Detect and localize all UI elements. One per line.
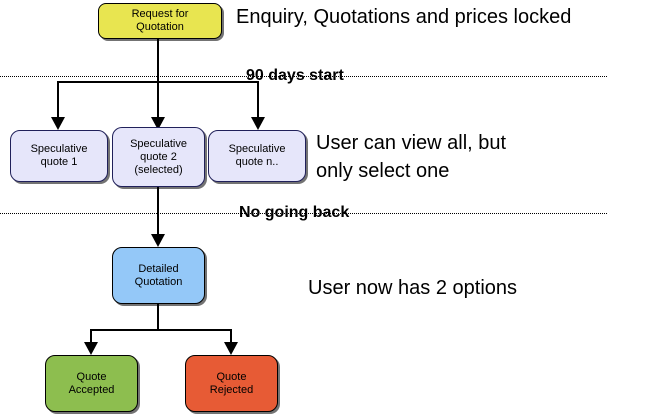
connector-drop-rejected: [230, 329, 232, 343]
milestone-divider-90-days: [0, 76, 607, 77]
connector-drop-accepted: [90, 329, 92, 343]
arrowhead-rejected-icon: [224, 342, 238, 355]
milestone-label-90-days-start: 90 days start: [246, 67, 344, 84]
milestone-divider-no-going-back: [0, 213, 607, 214]
annotation-user-can-view-all: User can view all, but only select one: [316, 132, 507, 182]
arrowhead-quote2-icon: [151, 117, 165, 130]
connector-stem-middle: [157, 187, 159, 234]
node-speculative-quote-2-selected: Speculative quote 2 (selected): [112, 127, 205, 187]
milestone-label-no-going-back: No going back: [239, 204, 350, 221]
connector-drop-quoten: [257, 81, 259, 118]
arrowhead-detailed-icon: [151, 234, 165, 247]
node-speculative-quote-1: Speculative quote 1: [10, 130, 108, 182]
arrowhead-accepted-icon: [84, 342, 98, 355]
arrowhead-quote1-icon: [51, 117, 65, 130]
node-quote-accepted: Quote Accepted: [45, 355, 138, 412]
connector-drop-quote2: [157, 81, 159, 118]
connector-drop-quote1: [57, 81, 59, 118]
node-speculative-quote-n: Speculative quote n..: [208, 130, 306, 182]
connector-branch-bottom: [90, 329, 232, 331]
annotation-enquiry-prices-locked: Enquiry, Quotations and prices locked: [236, 6, 572, 28]
connector-stem-bottom: [157, 304, 159, 330]
node-request-for-quotation: Request for Quotation: [98, 3, 222, 39]
arrowhead-quoten-icon: [251, 117, 265, 130]
node-quote-rejected: Quote Rejected: [185, 355, 278, 412]
annotation-user-two-options: User now has 2 options: [308, 277, 518, 299]
node-detailed-quotation: Detailed Quotation: [112, 247, 205, 304]
connector-stem-top: [157, 39, 159, 82]
